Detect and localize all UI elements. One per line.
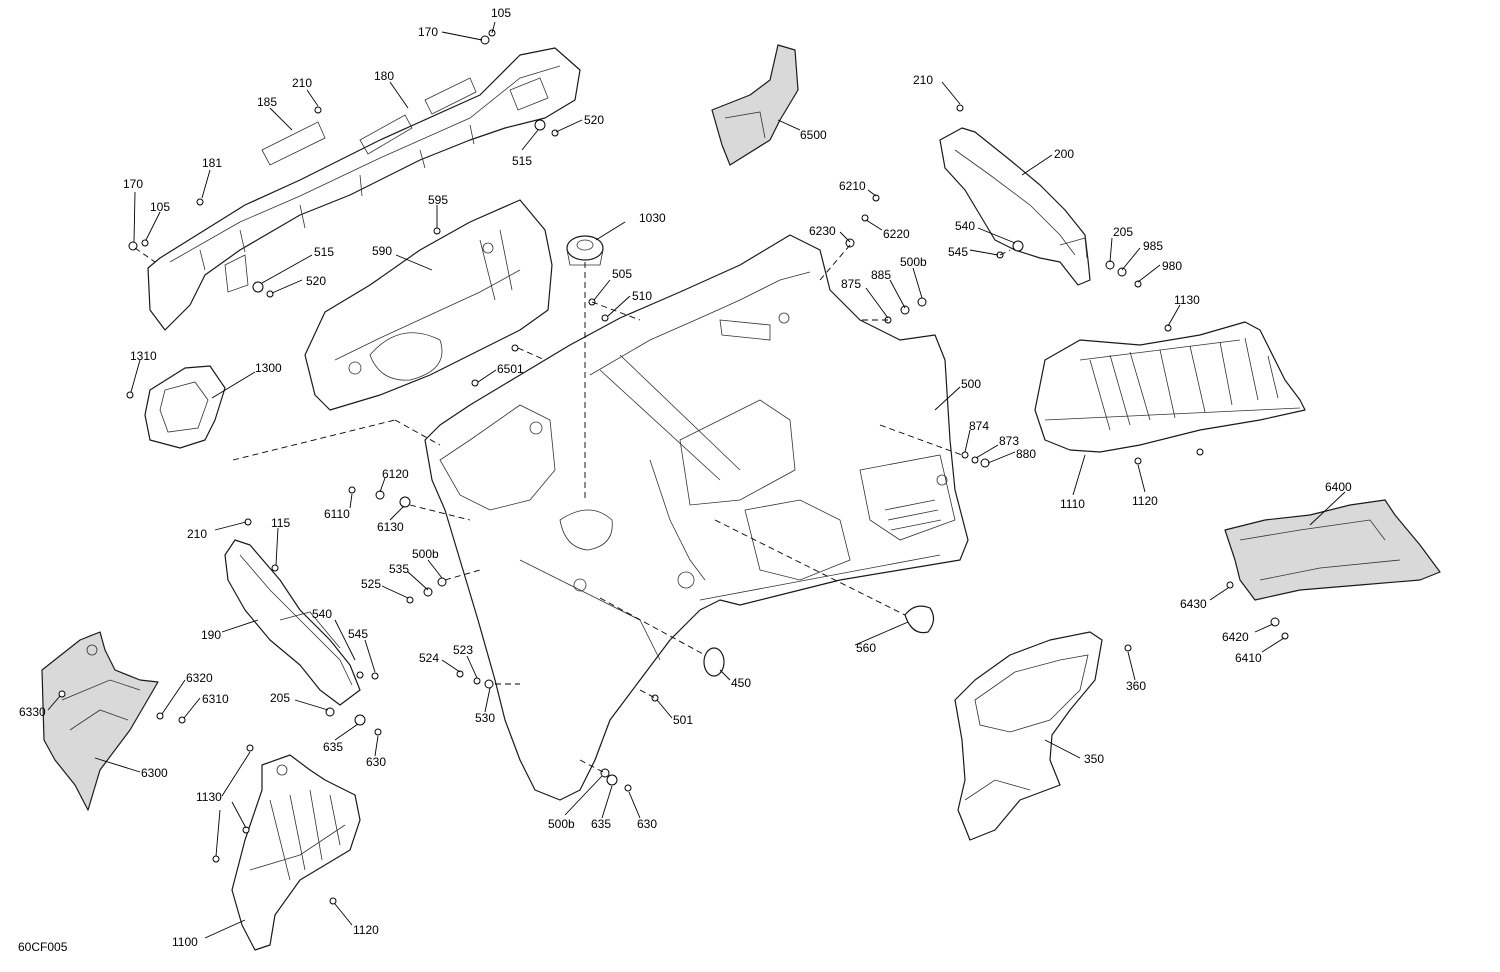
- callout-170: 170: [123, 177, 144, 191]
- diagram-code: 60CF005: [18, 940, 68, 954]
- callout-1300: 1300: [255, 361, 282, 375]
- callout-190: 190: [201, 628, 222, 642]
- callout-leader-lines: [47, 21, 1346, 939]
- callout-450: 450: [731, 676, 752, 690]
- callout-501: 501: [673, 713, 694, 727]
- callout-590: 590: [372, 244, 393, 258]
- callout-205: 205: [270, 691, 291, 705]
- callout-1130: 1130: [1174, 293, 1200, 307]
- callout-6400: 6400: [1325, 480, 1352, 494]
- callout-115: 115: [271, 516, 291, 530]
- callout-6320: 6320: [186, 671, 213, 685]
- callout-630: 630: [366, 755, 387, 769]
- callout-1110: 1110: [1060, 497, 1085, 511]
- callout-6410: 6410: [1235, 651, 1262, 665]
- part-190-bracket: [224, 539, 361, 706]
- callout-6430: 6430: [1180, 597, 1207, 611]
- callout-524: 524: [419, 651, 440, 665]
- assembly-dashed-lines: [134, 244, 1011, 774]
- callout-873: 873: [999, 434, 1020, 448]
- callout-210: 210: [913, 73, 934, 87]
- callout-6310: 6310: [202, 692, 229, 706]
- part-6300-panel: [41, 631, 159, 811]
- callout-170: 170: [418, 25, 439, 39]
- callout-560: 560: [856, 641, 877, 655]
- callout-545: 545: [348, 627, 369, 641]
- callout-874: 874: [969, 419, 990, 433]
- part-6400-panel: [1224, 499, 1441, 601]
- callout-520: 520: [584, 113, 605, 127]
- callout-523: 523: [453, 643, 474, 657]
- callout-510: 510: [632, 289, 653, 303]
- callout-6330: 6330: [19, 705, 46, 719]
- callout-105: 105: [150, 200, 171, 214]
- callout-200: 200: [1054, 147, 1075, 161]
- callout-630: 630: [637, 817, 658, 831]
- callout-515: 515: [512, 154, 533, 168]
- callout-205: 205: [1113, 225, 1134, 239]
- callout-530: 530: [475, 711, 496, 725]
- callout-1030: 1030: [639, 211, 666, 225]
- callout-500b: 500b: [548, 817, 575, 831]
- callout-6300: 6300: [141, 766, 168, 780]
- part-590-panel: [304, 199, 553, 411]
- callout-6501: 6501: [497, 362, 524, 376]
- callout-545: 545: [948, 245, 969, 259]
- part-450-plug: [703, 647, 725, 677]
- callout-985: 985: [1143, 239, 1164, 253]
- callout-1130: 1130: [196, 790, 222, 804]
- callout-1120: 1120: [1132, 494, 1158, 508]
- callout-6500: 6500: [800, 128, 827, 142]
- callout-535: 535: [389, 562, 410, 576]
- callout-1310: 1310: [130, 349, 157, 363]
- callout-880: 880: [1016, 447, 1037, 461]
- callout-210: 210: [187, 527, 208, 541]
- part-200-bracket: [939, 127, 1091, 286]
- callout-635: 635: [323, 740, 344, 754]
- callout-505: 505: [612, 267, 633, 281]
- callout-500b: 500b: [412, 547, 439, 561]
- callout-360: 360: [1126, 679, 1147, 693]
- callout-515: 515: [314, 245, 335, 259]
- callout-595: 595: [428, 193, 449, 207]
- callout-6220: 6220: [883, 227, 910, 241]
- callout-875: 875: [841, 277, 862, 291]
- callout-180: 180: [374, 69, 395, 83]
- part-560-clip: [904, 605, 935, 634]
- callout-1100: 1100: [172, 935, 198, 949]
- part-180-bracket: [147, 47, 581, 331]
- callout-1120: 1120: [353, 923, 379, 937]
- callout-500: 500: [961, 377, 982, 391]
- callout-181: 181: [202, 156, 223, 170]
- part-350-housing: [954, 631, 1103, 841]
- callout-525: 525: [361, 577, 382, 591]
- callout-980: 980: [1162, 259, 1183, 273]
- callout-635: 635: [591, 817, 612, 831]
- part-1030-cap: [566, 235, 604, 266]
- callout-210: 210: [292, 76, 313, 90]
- part-1300-duct: [144, 365, 226, 449]
- callout-105: 105: [491, 6, 512, 20]
- callout-885: 885: [871, 268, 892, 282]
- callout-6120: 6120: [382, 467, 409, 481]
- callout-6420: 6420: [1222, 630, 1249, 644]
- part-1110-housing: [1034, 321, 1306, 453]
- part-1100-housing: [231, 754, 361, 951]
- callout-540: 540: [955, 219, 976, 233]
- part-6500-plate: [711, 44, 799, 166]
- callout-6130: 6130: [377, 520, 404, 534]
- part-500-main-body: [424, 234, 969, 801]
- callout-350: 350: [1084, 752, 1105, 766]
- callout-540: 540: [312, 607, 333, 621]
- callout-520: 520: [306, 274, 327, 288]
- callout-6210: 6210: [839, 179, 866, 193]
- callout-6110: 6110: [324, 507, 350, 521]
- callout-6230: 6230: [809, 224, 836, 238]
- callout-500b: 500b: [900, 255, 927, 269]
- callout-185: 185: [257, 95, 278, 109]
